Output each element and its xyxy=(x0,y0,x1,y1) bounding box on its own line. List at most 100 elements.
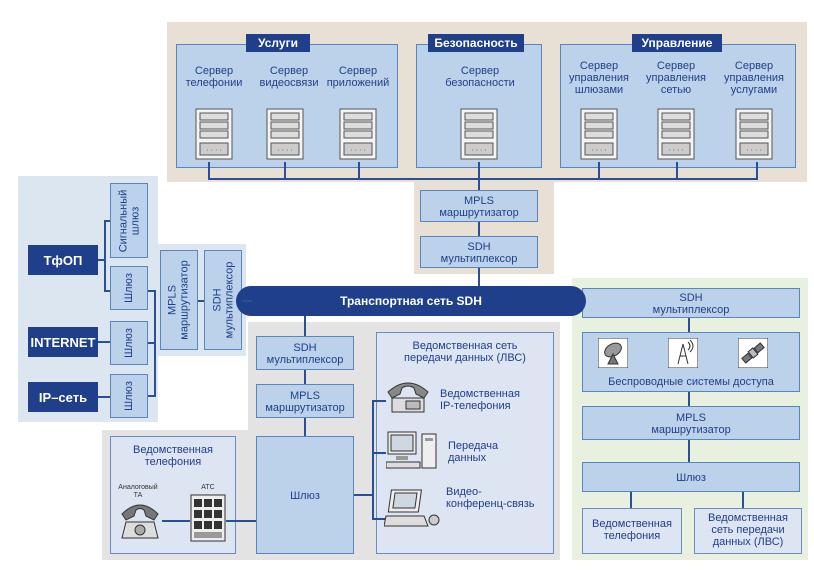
link xyxy=(372,452,386,454)
signal-gateway-label: Сигнальный шлюз xyxy=(117,189,142,252)
wireless-label: Беспроводные системы доступа xyxy=(608,376,774,388)
ip-phone-label: Ведомственная IP-телефония xyxy=(440,388,520,412)
svg-text:· · · ·: · · · · xyxy=(277,147,292,154)
link xyxy=(98,396,110,398)
services-header: Услуги xyxy=(246,34,310,52)
ats-icon xyxy=(190,494,226,542)
left-mpls-label: MPLS маршрутизатор xyxy=(167,260,191,340)
satellite-icon xyxy=(738,338,768,368)
gateway-tfop-label: Шлюз xyxy=(122,273,135,303)
link xyxy=(372,518,386,520)
server-network-label: Сервер управления сетью xyxy=(646,60,706,96)
bus-to-mpls xyxy=(478,180,480,190)
right-telephony-label: Ведомственная телефония xyxy=(592,518,672,542)
server-icon: · · · · xyxy=(195,108,233,160)
ip-network-node: IP–сеть xyxy=(28,382,98,412)
svg-text:· · · ·: · · · · xyxy=(668,147,683,154)
link xyxy=(742,492,744,508)
server-icon: · · · · xyxy=(735,108,773,160)
gateway-tfop: Шлюз xyxy=(110,266,148,310)
antenna-icon xyxy=(668,338,698,368)
internet-node: INTERNET xyxy=(28,327,98,357)
link xyxy=(372,400,386,402)
bus-drop xyxy=(284,162,286,178)
link xyxy=(98,341,110,343)
server-video-label: Сервер видеосвязи xyxy=(259,65,319,89)
server-services-label: Сервер управления услугами xyxy=(724,60,784,96)
bus-drop xyxy=(756,162,758,178)
left-mpls-router: MPLS маршрутизатор xyxy=(160,250,198,350)
server-security-label: Сервер безопасности xyxy=(445,65,515,89)
link xyxy=(304,370,306,384)
link xyxy=(688,392,690,406)
server-icon: · · · · xyxy=(266,108,304,160)
link xyxy=(242,300,252,302)
link xyxy=(148,290,156,292)
svg-text:· · · ·: · · · · xyxy=(471,147,486,154)
center-gateway-label: Шлюз xyxy=(290,490,320,502)
center-sdh-multiplexer: SDH мультиплексор xyxy=(256,336,354,370)
bus-drop xyxy=(676,162,678,178)
management-header: Управление xyxy=(632,34,722,52)
server-telephony-label: Сервер телефонии xyxy=(185,65,243,89)
server-icon: · · · · xyxy=(460,108,498,160)
right-sdh-multiplexer: SDH мультиплексор xyxy=(582,288,800,318)
core-sdh-multiplexer: SDH мультиплексор xyxy=(420,236,538,268)
link xyxy=(304,418,306,436)
link xyxy=(198,300,204,302)
svg-text:· · · ·: · · · · xyxy=(206,147,221,154)
left-sdh-label: SDH мультиплексор xyxy=(211,261,235,339)
link xyxy=(104,290,110,292)
center-lan-title: Ведомственная сеть передачи данных (ЛВС) xyxy=(404,340,526,364)
link xyxy=(104,220,106,292)
ats-label: АТС xyxy=(201,484,215,491)
link xyxy=(304,316,306,336)
lan-gateway-link xyxy=(354,494,374,496)
svg-text:· · · ·: · · · · xyxy=(350,147,365,154)
gateway-internet-label: Шлюз xyxy=(122,328,135,358)
gateway-ip-label: Шлюз xyxy=(122,381,135,411)
bus-drop xyxy=(598,162,600,178)
analog-phone-label: Аналоговый ТА xyxy=(118,484,158,499)
center-telephony-title: Ведомственная телефония xyxy=(133,444,213,468)
server-icon: · · · · xyxy=(580,108,618,160)
link xyxy=(688,318,690,332)
transport-network-bar xyxy=(236,286,586,316)
ip-phone-icon xyxy=(387,382,429,413)
satellite-dish-icon xyxy=(598,338,628,368)
bus-drop xyxy=(208,162,210,178)
tfop-node: ТфОП xyxy=(28,245,98,275)
computer-icon xyxy=(386,431,437,469)
left-sdh-multiplexer: SDH мультиплексор xyxy=(204,250,242,350)
video-conference-icon xyxy=(384,489,440,527)
core-mpls-router: MPLS маршрутизатор xyxy=(420,190,538,222)
link xyxy=(162,520,190,522)
gateway-internet: Шлюз xyxy=(110,321,148,365)
link xyxy=(630,492,632,508)
analog-phone-icon xyxy=(121,504,159,539)
right-telephony-box xyxy=(582,508,682,554)
core-link xyxy=(478,222,480,236)
svg-text:· · · ·: · · · · xyxy=(591,147,606,154)
link xyxy=(104,220,110,222)
server-icon: · · · · xyxy=(339,108,377,160)
signal-gateway: Сигнальный шлюз xyxy=(110,183,148,258)
server-bus xyxy=(208,178,758,180)
data-transfer-label: Передача данных xyxy=(448,440,499,464)
center-gateway xyxy=(256,436,354,554)
core-link xyxy=(478,268,480,286)
bus-drop xyxy=(358,162,360,178)
center-mpls-router: MPLS маршрутизатор xyxy=(256,384,354,418)
right-lan-box xyxy=(694,508,802,554)
gateway-ip: Шлюз xyxy=(110,374,148,418)
bus-drop xyxy=(478,162,480,178)
server-apps-label: Сервер приложений xyxy=(326,65,390,89)
right-mpls-router: MPLS маршрутизатор xyxy=(582,406,800,440)
security-header: Безопасность xyxy=(428,34,524,52)
transport-network-label: Транспортная сеть SDH xyxy=(340,294,482,308)
link xyxy=(154,290,156,397)
link xyxy=(148,342,156,344)
link xyxy=(148,395,156,397)
lan-bus xyxy=(372,400,374,520)
